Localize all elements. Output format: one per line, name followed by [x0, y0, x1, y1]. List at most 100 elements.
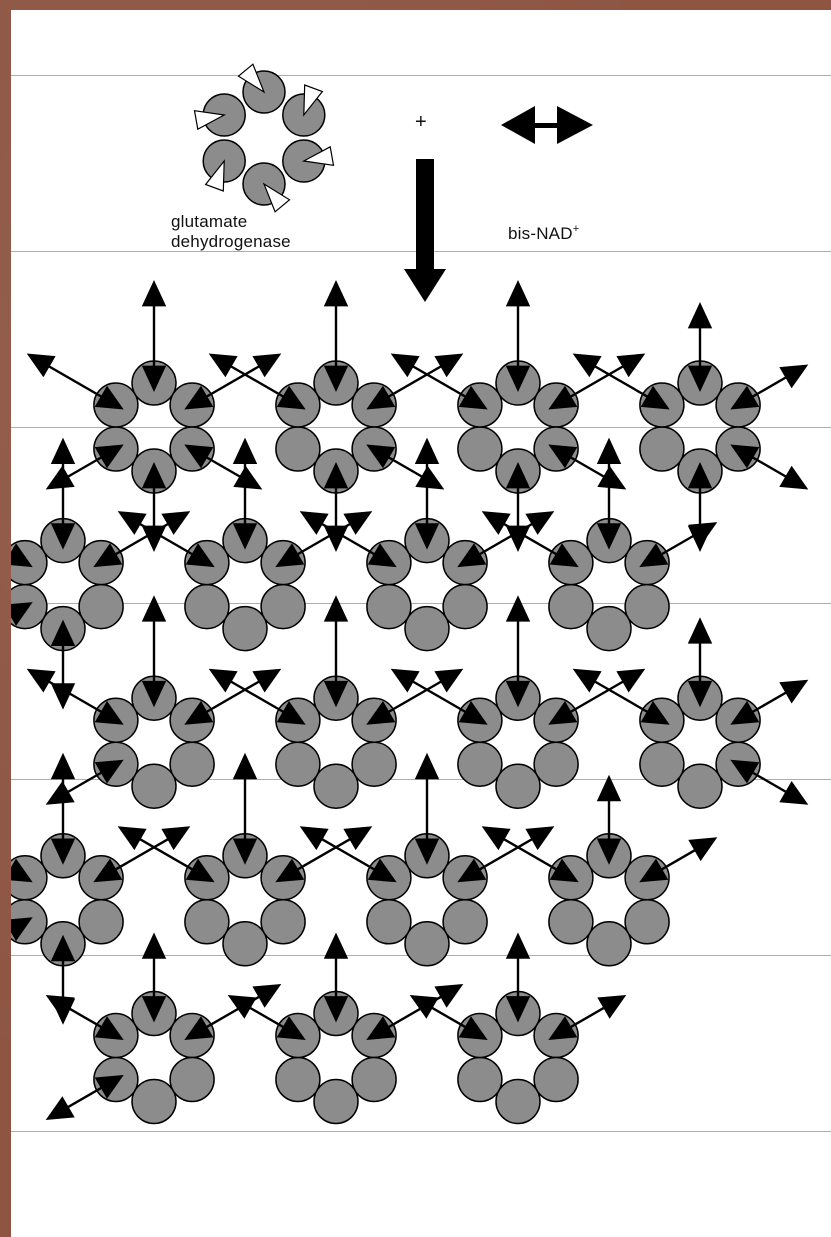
- subunit-icon: [261, 585, 305, 629]
- arrowhead-icon: [506, 595, 530, 621]
- arrowhead-icon: [161, 511, 190, 535]
- arrowhead-icon: [415, 466, 444, 490]
- arrowhead-icon: [142, 933, 166, 959]
- subunit-icon: [587, 607, 631, 651]
- arrowhead-icon: [228, 995, 257, 1019]
- enzyme-icon: [195, 64, 334, 212]
- arrowhead-icon: [434, 669, 463, 693]
- arrowhead-icon: [233, 466, 262, 490]
- arrowhead-icon: [482, 826, 511, 850]
- subunit-icon: [314, 1080, 358, 1124]
- arrowhead-icon: [252, 669, 281, 693]
- arrowhead-icon: [27, 669, 56, 693]
- arrowhead-icon: [779, 466, 808, 490]
- arrowhead-icon: [161, 826, 190, 850]
- subunit-icon: [367, 900, 411, 944]
- arrowhead-icon: [51, 753, 75, 779]
- plus-sign: +: [415, 113, 427, 132]
- link-shaft: [41, 362, 109, 401]
- subunit-icon: [170, 1058, 214, 1102]
- arrowhead-icon: [343, 826, 372, 850]
- arrowhead-icon: [688, 837, 717, 861]
- subunit-icon: [587, 922, 631, 966]
- enzyme-subunit-icon: [203, 140, 245, 191]
- arrowhead-icon: [434, 984, 463, 1008]
- arrowhead-icon: [597, 438, 621, 464]
- subunit-icon: [443, 900, 487, 944]
- arrowhead-icon: [27, 354, 56, 378]
- subunit-icon: [534, 742, 578, 786]
- arrowhead-icon: [300, 511, 329, 535]
- arrowhead-icon: [506, 933, 530, 959]
- bis-nad-link-icon: [27, 669, 124, 725]
- arrowhead-icon: [573, 354, 602, 378]
- arrowhead-icon: [233, 753, 257, 779]
- arrowhead-icon: [597, 775, 621, 801]
- bis-nad-link-icon: [27, 354, 124, 410]
- subunit-icon: [185, 900, 229, 944]
- subunit-icon: [534, 1058, 578, 1102]
- subunit-icon: [549, 900, 593, 944]
- arrowhead-icon: [616, 354, 645, 378]
- subunit-icon: [132, 764, 176, 808]
- arrowhead-icon: [482, 511, 511, 535]
- enzyme-label-line1: glutamate: [171, 212, 247, 231]
- arrowhead-icon: [343, 511, 372, 535]
- arrowhead-icon: [506, 280, 530, 306]
- arrowhead-icon: [391, 669, 420, 693]
- reaction-arrow-icon: [404, 159, 446, 302]
- arrowhead-icon: [597, 995, 626, 1019]
- arrowhead-icon: [324, 595, 348, 621]
- bis-nad-link-icon: [184, 984, 281, 1040]
- arrowhead-icon: [51, 683, 75, 709]
- arrowhead-icon: [616, 669, 645, 693]
- arrowhead-icon: [51, 438, 75, 464]
- arrowhead-icon: [252, 984, 281, 1008]
- arrowhead-icon: [525, 511, 554, 535]
- arrowhead-icon: [688, 617, 712, 643]
- subunit-layer: [11, 361, 760, 1124]
- arrowhead-icon: [46, 781, 75, 805]
- link-shaft: [41, 677, 109, 716]
- arrowhead-icon: [46, 1096, 75, 1120]
- subunit-icon: [625, 900, 669, 944]
- subunit-icon: [405, 607, 449, 651]
- arrowhead-icon: [415, 753, 439, 779]
- arrowhead-icon: [324, 933, 348, 959]
- subunit-icon: [496, 1080, 540, 1124]
- enzyme-label-line2: dehydrogenase: [171, 232, 291, 251]
- arrowhead-icon: [324, 526, 348, 552]
- arrowhead-icon: [252, 354, 281, 378]
- subunit-icon: [367, 585, 411, 629]
- arrowhead-icon: [434, 354, 463, 378]
- enzyme-subunit-icon: [283, 85, 325, 136]
- arrowhead-icon: [688, 302, 712, 328]
- subunit-icon: [640, 427, 684, 471]
- arrowhead-icon: [506, 526, 530, 552]
- subunit-icon: [276, 427, 320, 471]
- subunit-icon: [625, 585, 669, 629]
- reaction-arrow-head: [404, 269, 446, 302]
- arrowhead-icon: [209, 669, 238, 693]
- subunit-icon: [276, 1058, 320, 1102]
- subunit-icon: [458, 1058, 502, 1102]
- ligand-label-sup: +: [573, 223, 580, 235]
- subunit-icon: [496, 764, 540, 808]
- ligand-left-head: [501, 106, 535, 144]
- enzyme-subunit-icon: [239, 64, 286, 113]
- ligand-right-head: [557, 106, 593, 144]
- subunit-icon: [352, 1058, 396, 1102]
- subunit-icon: [261, 900, 305, 944]
- subunit-icon: [352, 742, 396, 786]
- subunit-icon: [79, 900, 123, 944]
- arrowhead-icon: [410, 995, 439, 1019]
- enzyme-network-diagram: [11, 10, 831, 1237]
- subunit-icon: [314, 764, 358, 808]
- arrowhead-icon: [46, 466, 75, 490]
- arrowhead-icon: [118, 511, 147, 535]
- bis-nad-link-icon: [366, 984, 463, 1040]
- subunit-icon: [223, 922, 267, 966]
- enzyme-subunit-icon: [195, 94, 246, 136]
- arrowhead-icon: [142, 526, 166, 552]
- subunit-icon: [170, 742, 214, 786]
